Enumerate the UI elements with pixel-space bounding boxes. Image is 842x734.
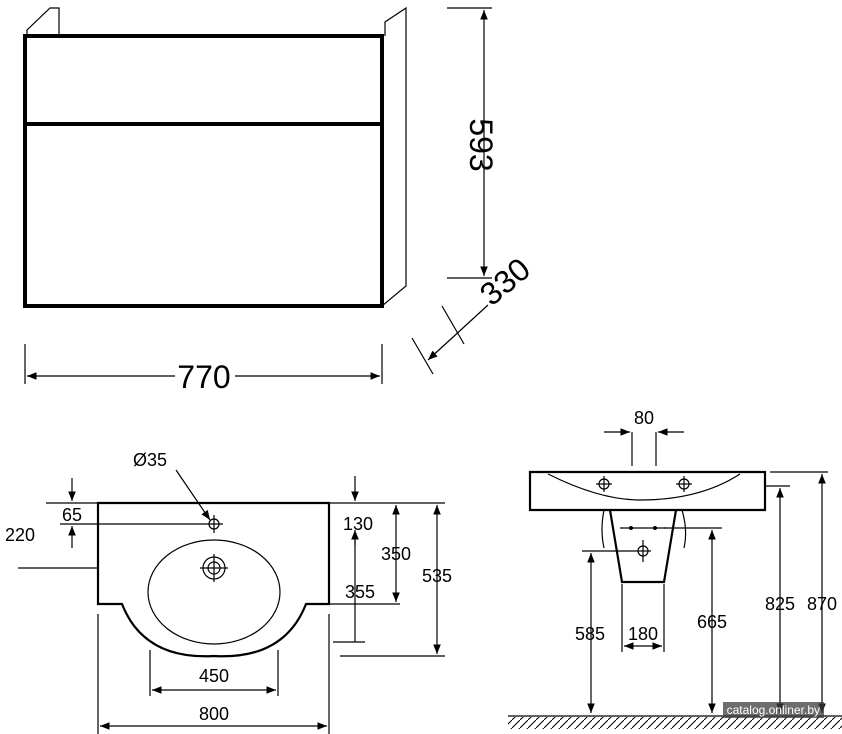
cabinet-depth-label: 330 xyxy=(473,251,537,313)
watermark: catalog.onliner.by xyxy=(722,702,824,718)
cabinet-height-label: 593 xyxy=(463,118,499,171)
basin-top-view: Ø35 65 220 130 350 355 535 450 800 xyxy=(5,450,452,734)
overall-width-label: 800 xyxy=(199,704,229,724)
basin-side-view: 80 585 180 665 825 870 xyxy=(508,408,842,729)
dim-535-label: 535 xyxy=(422,566,452,586)
basin-bowl xyxy=(147,539,281,645)
dim-220-label: 220 xyxy=(5,525,35,545)
cabinet-drawing: 593 330 770 xyxy=(23,6,537,395)
dim-80-label: 80 xyxy=(634,408,654,428)
basin-bowl-profile xyxy=(547,473,741,501)
cabinet-side-panel xyxy=(381,6,407,308)
cabinet-width-label: 770 xyxy=(177,359,230,395)
pedestal-width-label: 180 xyxy=(628,624,658,644)
depth-dimension-line xyxy=(427,304,489,361)
height-585-label: 585 xyxy=(575,624,605,644)
dim-130-label: 130 xyxy=(343,514,373,534)
floor-hatch xyxy=(508,717,842,729)
hole-diameter-label: Ø35 xyxy=(133,450,167,470)
bowl-width-label: 450 xyxy=(199,666,229,686)
dim-355-label: 355 xyxy=(345,582,375,602)
dim-350-label: 350 xyxy=(381,544,411,564)
height-825-label: 825 xyxy=(765,594,795,614)
basin-body xyxy=(528,470,767,512)
height-665-label: 665 xyxy=(697,612,727,632)
cabinet-back-left xyxy=(26,7,60,36)
height-870-label: 870 xyxy=(807,594,837,614)
dim-65-label: 65 xyxy=(62,505,82,525)
basin-outline xyxy=(96,501,331,658)
pedestal xyxy=(608,509,678,584)
cabinet-front xyxy=(23,34,384,308)
